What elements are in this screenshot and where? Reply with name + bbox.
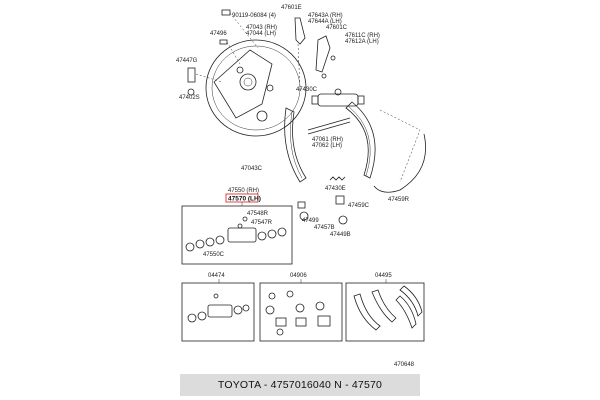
label-47644A: 47644A (LH) (308, 19, 342, 25)
label-47430E: 47430E (325, 186, 346, 192)
label-47550C: 47550C (203, 252, 225, 258)
label-47548R: 47548R (247, 211, 269, 217)
label-kit-04906: 04906 (290, 273, 307, 279)
label-47547R: 47547R (251, 220, 273, 226)
label-47459C: 47459C (348, 203, 370, 209)
label-47043C: 47043C (241, 166, 263, 172)
part-number-bar: TOYOTA - 4757016040 N - 47570 (180, 374, 420, 396)
label-47496: 47496 (210, 31, 227, 37)
bleeder-part (187, 67, 196, 83)
label-47459R: 47459R (388, 197, 410, 203)
wheel-cylinder-box (181, 205, 293, 265)
wheel-cylinder-upper (311, 88, 365, 107)
pin-part (297, 201, 306, 209)
label-kit-04474: 04474 (208, 273, 225, 279)
label-47402S: 47402S (179, 95, 200, 101)
label-47601C: 47601C (326, 25, 348, 31)
return-spring (329, 176, 346, 181)
brake-shoe-front (284, 107, 307, 183)
figure-number: 470648 (394, 362, 415, 368)
label-47643A: 47643A (RH) (308, 13, 343, 19)
label-47449B: 47449B (330, 232, 351, 238)
spring-cup-part (335, 195, 345, 205)
adjuster-strut (307, 117, 351, 135)
retainer-part (338, 215, 348, 225)
kit-04495-parts (353, 285, 423, 331)
label-47611C: 47611C (RH) (345, 33, 380, 39)
kit-box-04906 (259, 282, 343, 342)
parking-cable (373, 133, 426, 193)
kit-04906-parts (265, 290, 331, 336)
label-47457B: 47457B (314, 225, 335, 231)
label-47447G: 47447G (176, 58, 198, 64)
label-47601E: 47601E (281, 5, 302, 11)
label-47499: 47499 (302, 218, 319, 224)
label-47044: 47044 (LH) (246, 31, 276, 37)
part-number-text: TOYOTA - 4757016040 N - 47570 (217, 379, 383, 391)
label-47612A: 47612A (LH) (345, 39, 379, 45)
kit-04474-parts (187, 293, 250, 323)
parking-brake-lever (294, 17, 336, 79)
kit-box-04495 (345, 282, 425, 342)
label-47550: 47550 (RH) (228, 188, 259, 194)
bolt-part (221, 9, 231, 16)
backing-plate (205, 39, 307, 137)
label-47043: 47043 (RH) (246, 25, 277, 31)
brake-shoe-rear (345, 101, 376, 179)
clip-part (219, 39, 228, 45)
label-kit-04495: 04495 (375, 273, 392, 279)
label-47061: 47061 (RH) (312, 137, 343, 143)
plug-part (187, 88, 195, 96)
label-47430C: 47430C (296, 87, 318, 93)
wheel-cylinder-exploded (185, 216, 287, 252)
kit-box-04474 (181, 282, 255, 342)
label-90119-06084: 90119-06084 (4) (232, 13, 276, 19)
label-47570-highlighted: 47570 (LH) (228, 196, 261, 203)
cap-part (299, 211, 309, 221)
label-47062: 47062 (LH) (312, 143, 342, 149)
